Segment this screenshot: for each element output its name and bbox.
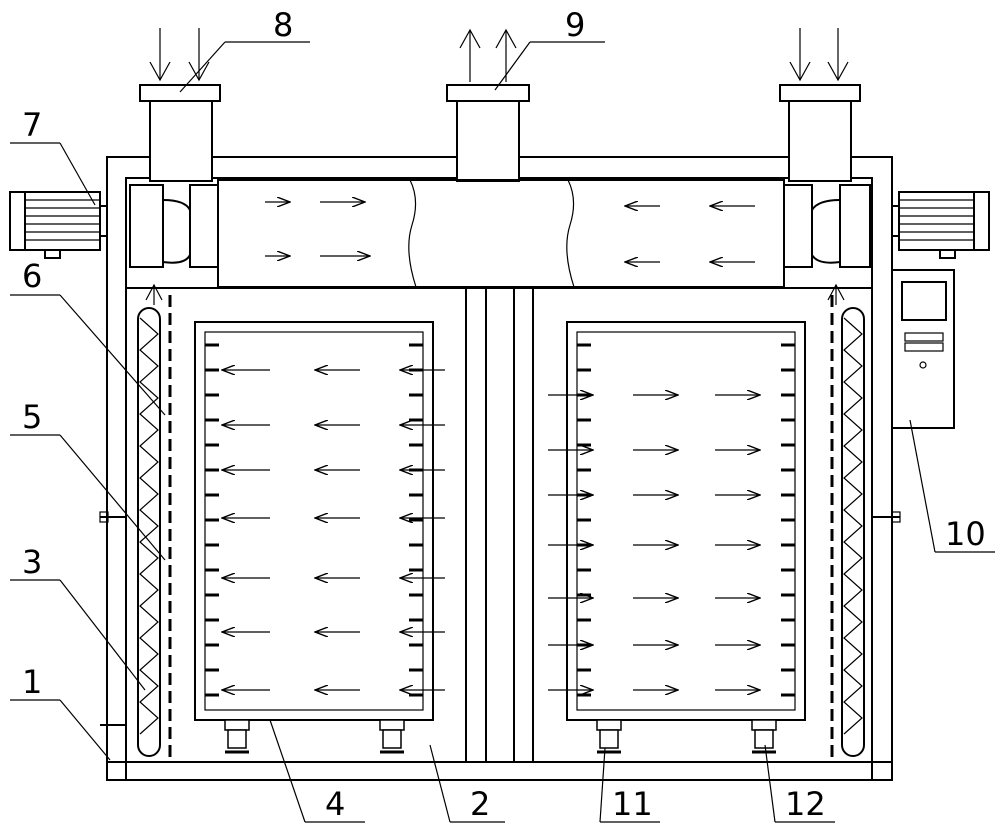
label-7: 7 <box>22 106 42 144</box>
callout-labels: 8 9 7 6 5 3 1 4 2 11 12 10 <box>22 6 986 823</box>
label-6: 6 <box>22 257 42 295</box>
left-heater <box>99 283 172 760</box>
label-1: 1 <box>22 663 42 701</box>
center-divider <box>465 288 534 762</box>
label-12: 12 <box>785 785 826 823</box>
duct-arrows-left <box>625 206 755 262</box>
label-4: 4 <box>325 785 345 823</box>
label-10: 10 <box>945 515 986 553</box>
main-housing <box>106 156 893 781</box>
label-9: 9 <box>565 6 585 44</box>
label-11: 11 <box>612 785 653 823</box>
left-drying-cart <box>194 321 434 754</box>
right-drying-cart <box>566 321 806 754</box>
leader-lines <box>10 41 995 823</box>
right-heater <box>827 283 901 760</box>
air-outlet-center <box>446 28 530 182</box>
right-cart-airflow-arrows <box>548 395 760 690</box>
left-motor <box>9 191 108 259</box>
top-air-duct <box>129 179 871 288</box>
label-3: 3 <box>22 543 42 581</box>
control-box <box>891 269 955 429</box>
label-8: 8 <box>273 6 293 44</box>
label-2: 2 <box>470 785 490 823</box>
duct-arrows-right <box>265 202 370 256</box>
air-inlet-left <box>139 28 221 182</box>
label-5: 5 <box>22 398 42 436</box>
air-inlet-right <box>779 28 861 182</box>
right-motor <box>891 191 990 259</box>
left-cart-airflow-arrows <box>222 370 445 690</box>
